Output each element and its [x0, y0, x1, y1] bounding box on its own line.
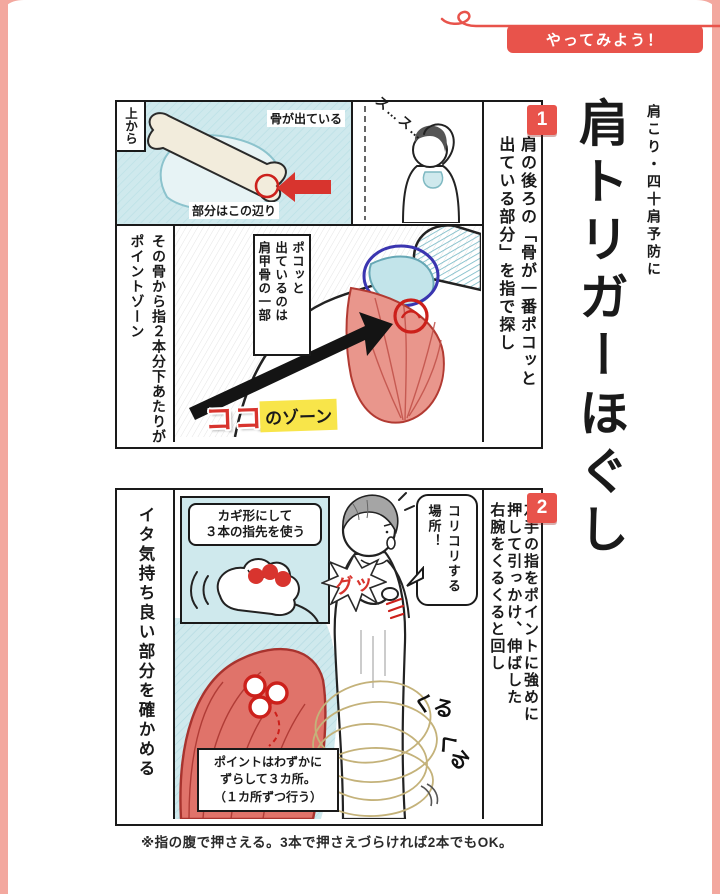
grip-tip-caption: カギ形にして ３本の指先を使う [188, 503, 322, 546]
page-subtitle: 肩こり・四十肩予防に [646, 104, 662, 279]
speech-bubble: コリコリする 場所！ [406, 494, 478, 606]
view-angle-label: 上から [117, 102, 146, 152]
scapula-bubble: ポコッと 出ているのは 肩甲骨の一部 [253, 234, 311, 356]
zone-label: ココのゾーン [204, 394, 338, 439]
panel2-artwork: カギ形にして ３本の指先を使う コリコリする 場所！ [173, 490, 484, 819]
panel2-left-note: イタ気持ち良い部分を確かめる [136, 506, 154, 779]
corner-decoration [0, 0, 24, 24]
right-frame-strip [712, 0, 720, 894]
bone-caption-top: 骨が出ている [266, 110, 345, 127]
step-2-number: 2 [527, 493, 557, 523]
press-sfx-text: グッ [333, 571, 375, 599]
try-it-badge: やってみよう！ [507, 25, 703, 53]
point-shift-note: ポイントはわずかに ずらして３カ所。 （１カ所ずつ行う） [197, 748, 339, 813]
page-footnote: ※指の腹で押さえる。3本で押さえづらければ2本でもOK。 [140, 835, 514, 850]
grip-tip-box: カギ形にして ３本の指先を使う [180, 496, 330, 624]
figure-illustration [364, 106, 461, 224]
corner-decoration [696, 0, 720, 24]
top-view-inset: 上から 骨が出ている 部分はこの辺り [117, 102, 353, 226]
panel-2: 2 イタ気持ち良い部分を確かめる 左手の指をポイントに強めに 押して引っかけ、伸… [115, 488, 557, 826]
shoulder-anatomy-art: ポコッと 出ているのは 肩甲骨の一部 ココのゾーン [173, 224, 484, 442]
panel2-instruction: 左手の指をポイントに強めに 押して引っかけ、伸ばした 右腕をくるくると回し [488, 502, 539, 723]
page-title: 肩トリガーほぐし [572, 97, 628, 561]
zone-word-emphasis: ココ [204, 402, 264, 436]
speech-bubble-tail [406, 566, 424, 587]
zone-word-rest: のゾーン [259, 398, 338, 432]
burst-shape [319, 553, 389, 614]
press-sfx-burst: グッ [319, 553, 389, 614]
speech-text: コリコリする 場所！ [426, 504, 462, 594]
panel1-instruction: 肩の後ろの「骨が一番ポコッと 出ている部分」を指で探し [496, 136, 535, 388]
panel1-left-note: その骨から指２本分下あたりが ポイントゾーン [129, 234, 167, 444]
bone-caption-bottom: 部分はこの辺り [189, 202, 280, 219]
left-frame-strip [0, 0, 8, 894]
reaching-figure-inset: ス…ス… [353, 93, 484, 226]
hand-illustration [190, 558, 319, 622]
step-1-number: 1 [527, 105, 557, 135]
panel-1: 1 その骨から指２本分下あたりが ポイントゾーン 肩の後ろの「骨が一番ポコッと … [115, 93, 557, 449]
header-line-decoration [440, 10, 720, 28]
